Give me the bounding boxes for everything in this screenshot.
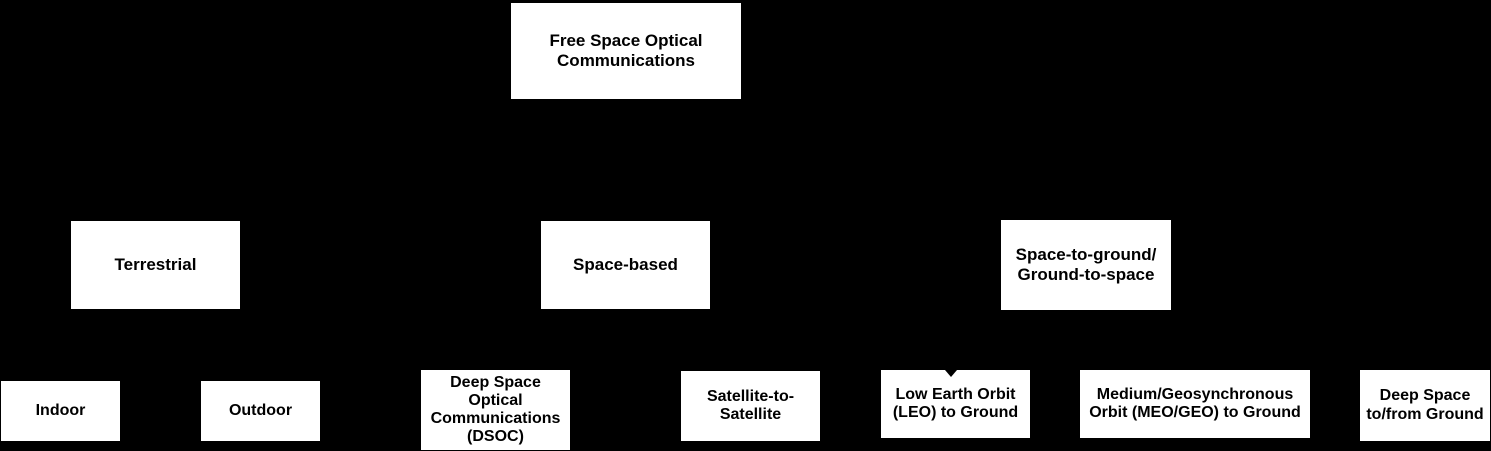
node-label: Terrestrial xyxy=(114,254,197,274)
node-label: Free Space Optical Communications xyxy=(549,30,703,70)
node-space-based: Space-based xyxy=(541,221,710,309)
node-label: Satellite-to- Satellite xyxy=(706,387,795,423)
node-label: Deep Space Optical Communications (DSOC) xyxy=(430,373,561,446)
node-meo-geo-to-ground: Medium/Geosynchronous Orbit (MEO/GEO) to… xyxy=(1080,370,1310,438)
node-label: Low Earth Orbit (LEO) to Ground xyxy=(892,385,1019,421)
node-satellite-to-satellite: Satellite-to- Satellite xyxy=(681,371,820,441)
connector-arrowhead-icon xyxy=(945,370,957,377)
node-dsoc: Deep Space Optical Communications (DSOC) xyxy=(421,370,570,450)
node-leo-to-ground: Low Earth Orbit (LEO) to Ground xyxy=(881,370,1030,438)
node-label: Indoor xyxy=(35,401,86,419)
node-label: Medium/Geosynchronous Orbit (MEO/GEO) to… xyxy=(1089,385,1301,421)
node-free-space-optical-communications: Free Space Optical Communications xyxy=(511,3,741,99)
node-space-to-ground: Space-to-ground/ Ground-to-space xyxy=(1001,220,1171,310)
node-label: Outdoor xyxy=(228,401,293,419)
node-terrestrial: Terrestrial xyxy=(71,221,240,309)
node-label: Deep Space to/from Ground xyxy=(1366,387,1484,423)
node-label: Space-to-ground/ Ground-to-space xyxy=(1015,244,1157,284)
node-indoor: Indoor xyxy=(1,381,120,441)
node-deep-space-to-from-ground: Deep Space to/from Ground xyxy=(1360,370,1490,441)
node-outdoor: Outdoor xyxy=(201,381,320,441)
node-label: Space-based xyxy=(573,254,678,274)
